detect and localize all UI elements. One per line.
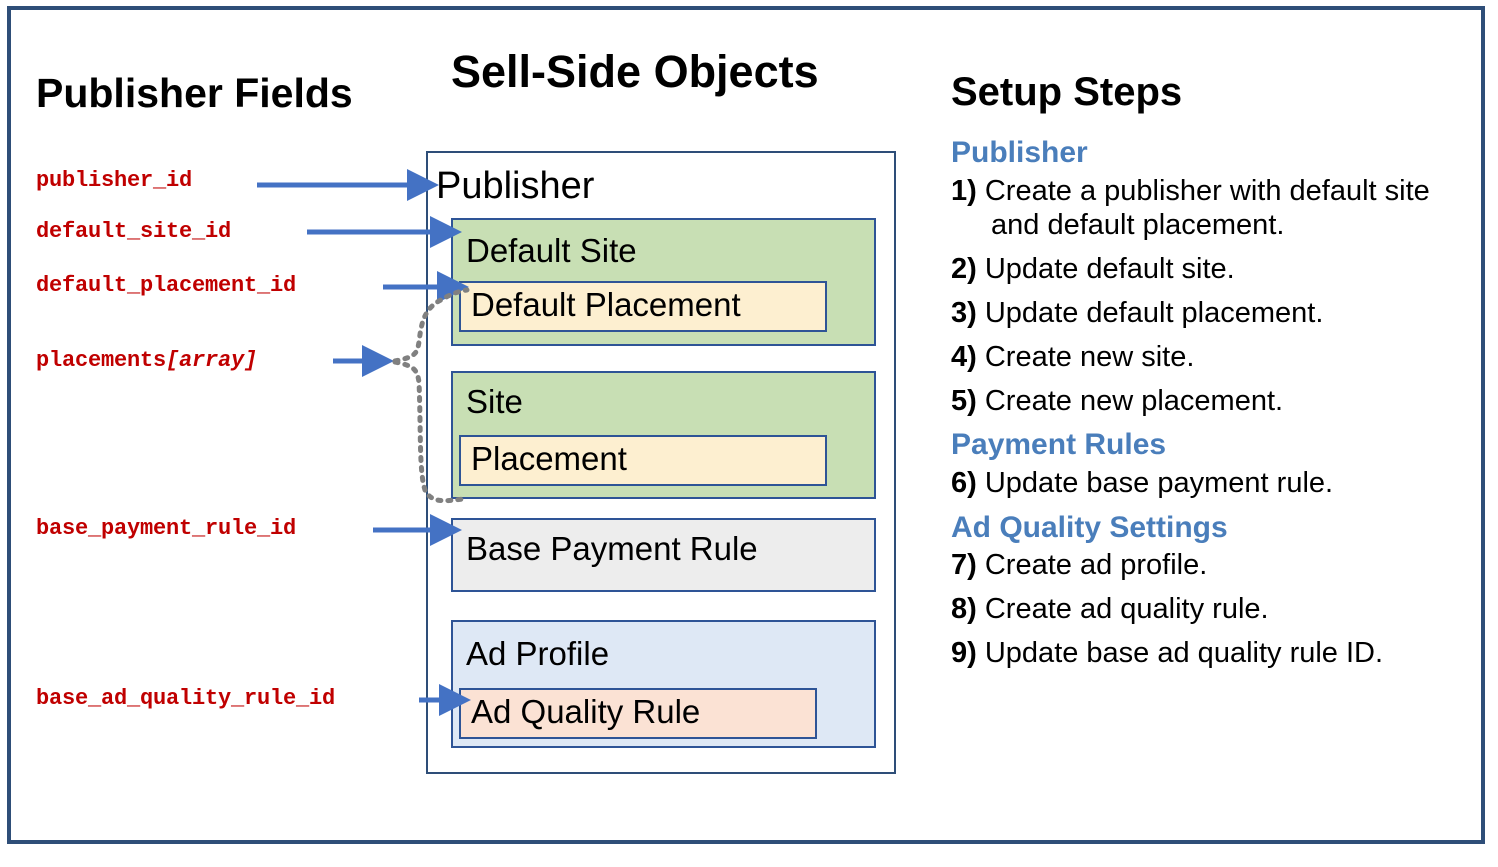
ad-quality-rule-label: Ad Quality Rule (471, 693, 701, 730)
field-name: default_placement_id (36, 273, 297, 298)
step-8: 8) Create ad quality rule. (951, 592, 1476, 627)
field-name: base_payment_rule_id (36, 516, 297, 541)
step-number: 2) (951, 253, 977, 286)
group-heading-payment-rules: Payment Rules (951, 428, 1167, 462)
step-number: 1) (951, 174, 977, 207)
step-7: 7) Create ad profile. (951, 548, 1476, 583)
step-text: Create new site. (984, 340, 1195, 373)
group-heading-publisher: Publisher (951, 136, 1088, 169)
default-site-label: Default Site (466, 232, 637, 269)
site-label: Site (466, 383, 523, 420)
field-label-default-placement-id: default_placement_id (36, 273, 296, 298)
ad-profile-label: Ad Profile (466, 635, 610, 672)
sell-side-objects-title: Sell-Side Objects (451, 46, 819, 97)
ad-quality-rule-box (459, 688, 817, 739)
field-name: publisher_id (36, 168, 193, 193)
step-number: 4) (951, 340, 977, 373)
publisher-label: Publisher (436, 165, 595, 207)
step-5: 5) Create new placement. (951, 384, 1476, 419)
step-3: 3) Update default placement. (951, 296, 1476, 331)
step-number: 8) (951, 593, 977, 626)
step-number: 9) (951, 636, 977, 669)
default-placement-label: Default Placement (471, 286, 741, 323)
diagram-frame: Publisher Fields Sell-Side Objects Setup… (7, 6, 1485, 844)
step-text: Update base ad quality rule ID. (984, 636, 1384, 669)
setup-steps-title: Setup Steps (951, 70, 1183, 114)
step-text: Create ad profile. (984, 549, 1208, 582)
step-number: 5) (951, 384, 977, 417)
step-4: 4) Create new site. (951, 340, 1476, 375)
step-number: 7) (951, 549, 977, 582)
placement-label: Placement (471, 440, 627, 477)
step-6: 6) Update base payment rule. (951, 466, 1476, 501)
group-heading-ad-quality-settings: Ad Quality Settings (951, 510, 1228, 544)
step-1: 1) Create a publisher with default site … (951, 174, 1476, 244)
step-2: 2) Update default site. (951, 252, 1476, 287)
field-name: placements (36, 348, 167, 373)
step-number: 6) (951, 466, 977, 499)
step-text: Update default placement. (984, 296, 1324, 329)
field-label-placements: placements[array] (36, 348, 257, 373)
setup-steps-list: Publisher 1) Create a publisher with def… (951, 135, 1476, 680)
field-label-base-ad-quality-rule-id: base_ad_quality_rule_id (36, 686, 335, 711)
field-label-publisher-id: publisher_id (36, 168, 192, 193)
step-9: 9) Update base ad quality rule ID. (951, 636, 1476, 671)
step-text: Create a publisher with default site and… (984, 174, 1430, 242)
default-placement-box (459, 281, 827, 332)
field-name: default_site_id (36, 219, 232, 244)
field-suffix: [array] (166, 348, 258, 373)
step-number: 3) (951, 296, 977, 329)
field-label-base-payment-rule-id: base_payment_rule_id (36, 516, 296, 541)
field-label-default-site-id: default_site_id (36, 219, 231, 244)
placement-box (459, 435, 827, 486)
base-payment-rule-label: Base Payment Rule (466, 530, 758, 567)
base-payment-rule-box (451, 518, 876, 592)
step-text: Update base payment rule. (984, 466, 1334, 499)
step-text: Create ad quality rule. (984, 593, 1269, 626)
step-text: Update default site. (984, 253, 1235, 286)
field-name: base_ad_quality_rule_id (36, 686, 336, 711)
step-text: Create new placement. (984, 384, 1284, 417)
publisher-fields-title: Publisher Fields (36, 70, 353, 116)
